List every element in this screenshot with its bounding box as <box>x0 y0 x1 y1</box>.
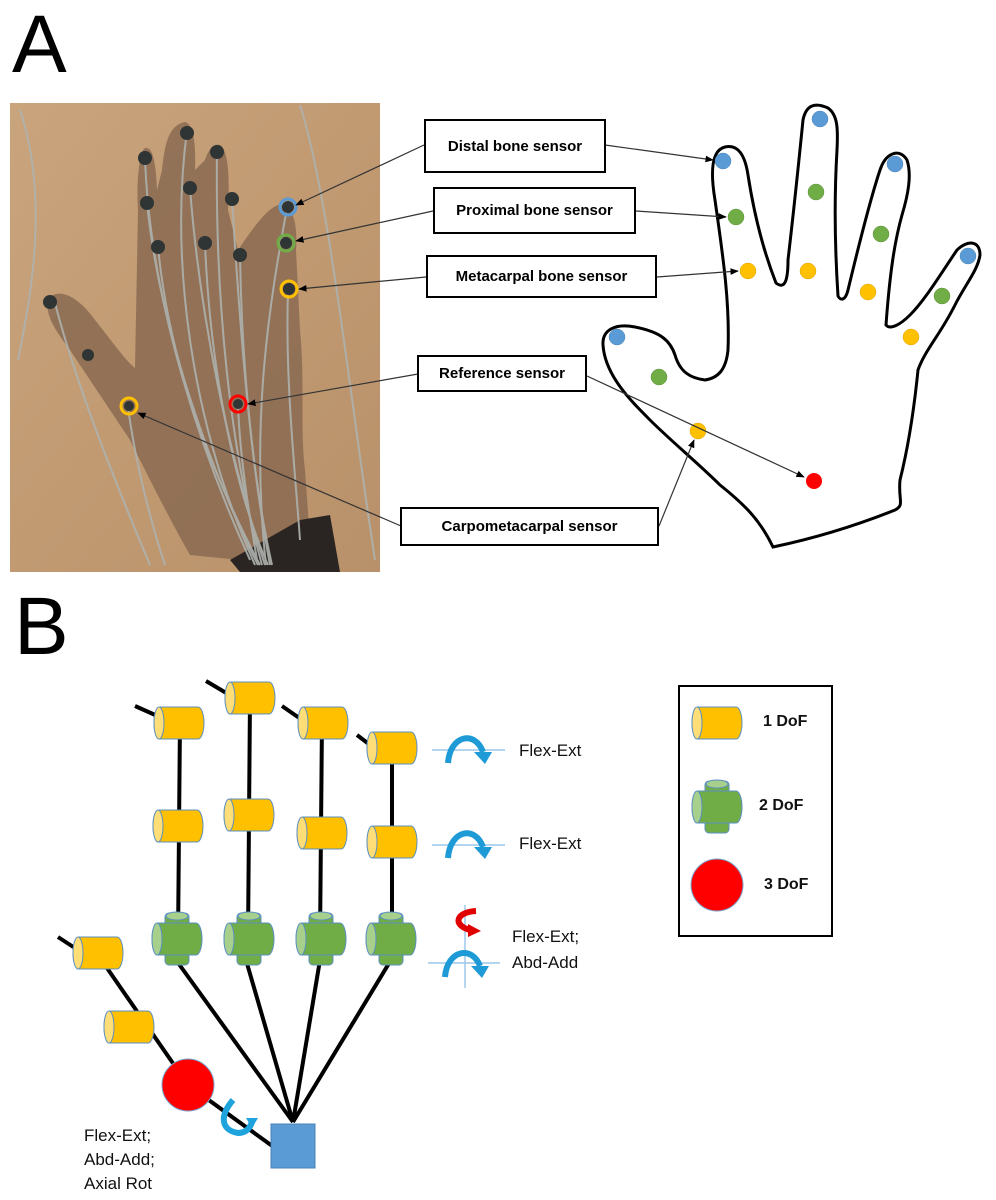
legend-sphere-3dof <box>690 858 744 912</box>
finger-5-dip-joint <box>366 731 418 765</box>
label-carpometacarpal-sensor: Carpometacarpal sensor <box>400 507 659 546</box>
motion-label-thumb-line1: Flex-Ext; <box>84 1126 152 1145</box>
flex-ext-abd-add-arrows-mcp <box>428 905 500 988</box>
motion-label-thumb-line3: Axial Rot <box>84 1174 153 1193</box>
legend-label-3dof: 3 DoF <box>764 876 809 893</box>
legend-cylinder-1dof <box>691 706 743 740</box>
thumb-rotation-arrow <box>220 1098 255 1137</box>
flex-ext-arrow-proximal <box>432 830 505 859</box>
finger-5-mcp-joint <box>365 911 417 966</box>
photo-carpometacarpal-ring <box>119 396 139 416</box>
label-metacarpal-bone-sensor: Metacarpal bone sensor <box>426 255 657 298</box>
diagram-distal-index <box>714 152 732 170</box>
panel-b-letter: B <box>14 581 69 672</box>
motion-label-proximal: Flex-Ext <box>519 834 582 853</box>
motion-label-thumb-line2: Abd-Add; <box>84 1150 155 1169</box>
photo-metacarpal-ring <box>279 279 299 299</box>
finger-2-mcp-joint <box>151 911 203 966</box>
finger-3-mcp-joint <box>223 911 275 966</box>
label-distal-bone-sensor: Distal bone sensor <box>424 119 606 173</box>
legend-cross-cylinder-2dof-body <box>691 790 743 824</box>
finger-4-mcp-joint-body <box>295 922 347 956</box>
finger-5-mcp-joint-body <box>365 922 417 956</box>
thumb-mcp-joint <box>103 1010 155 1044</box>
kinematic-skeleton <box>56 679 418 1169</box>
motion-arrows <box>428 735 505 988</box>
diagram-metacarpal-index <box>739 262 757 280</box>
hand-photo <box>10 103 380 572</box>
motion-label-mcp-line2: Abd-Add <box>512 953 579 972</box>
diagram-proximal-index <box>727 208 745 226</box>
photo-hand-silhouette <box>47 122 310 560</box>
legend-cross-cylinder-2dof <box>691 779 743 834</box>
legend-label-1dof: 1 DoF <box>763 713 808 730</box>
finger-3-pip-joint <box>223 798 275 832</box>
panel-a-letter: A <box>12 0 67 90</box>
motion-label-distal: Flex-Ext <box>519 741 582 760</box>
flex-ext-arrow-distal <box>432 735 505 764</box>
finger-4-dip-joint <box>297 706 349 740</box>
hand-outline <box>601 103 982 549</box>
finger-4-mcp-joint <box>295 911 347 966</box>
leader-lines <box>137 144 805 527</box>
photo-proximal-ring <box>276 233 296 253</box>
motion-label-mcp-line1: Flex-Ext; <box>512 927 580 946</box>
finger-2-pip-joint <box>152 809 204 843</box>
finger-3-dip-joint <box>224 681 276 715</box>
label-reference-sensor: Reference sensor <box>417 355 587 392</box>
finger-5-pip-joint <box>366 825 418 859</box>
photo-distal-ring <box>278 197 298 217</box>
legend <box>678 685 833 937</box>
photo-reference-ring <box>228 394 248 414</box>
finger-2-mcp-joint-body <box>151 922 203 956</box>
finger-2-dip-joint <box>153 706 205 740</box>
thumb-cmc-joint-3dof <box>161 1058 215 1112</box>
hand-outline-diagram <box>601 103 982 549</box>
finger-3-mcp-joint-body <box>223 922 275 956</box>
wrist-root-node <box>270 1123 316 1169</box>
thumb-ip-joint <box>72 936 124 970</box>
diagram-reference <box>806 473 822 489</box>
legend-label-2dof: 2 DoF <box>759 797 804 814</box>
label-proximal-bone-sensor: Proximal bone sensor <box>433 187 636 234</box>
finger-4-pip-joint <box>296 816 348 850</box>
